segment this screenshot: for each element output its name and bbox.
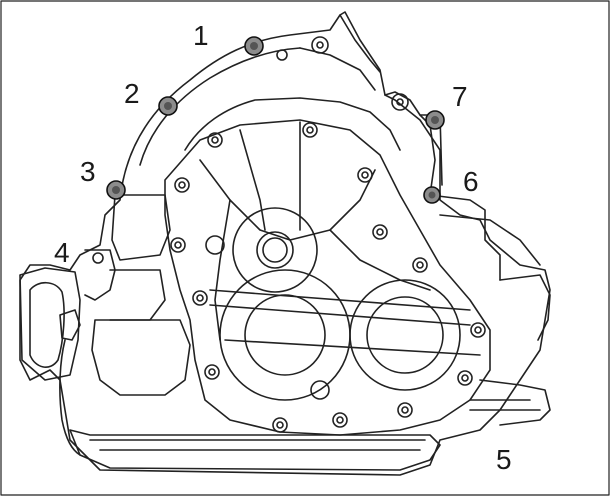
inner-rib: [214, 199, 231, 341]
boss: [170, 237, 186, 253]
inner-rib: [209, 304, 471, 326]
boss: [208, 368, 216, 376]
boss: [361, 171, 369, 179]
callout-1: 1: [193, 20, 209, 51]
left-flange-inner: [29, 281, 65, 368]
left-mount: [84, 249, 116, 301]
lower-housing-left: [219, 269, 351, 401]
boss: [372, 224, 388, 240]
boss: [207, 132, 223, 148]
boss: [376, 228, 384, 236]
boss: [311, 36, 329, 54]
boss: [196, 294, 204, 302]
callout-bolts: [106, 36, 445, 204]
inner-rib: [199, 159, 376, 241]
sensor-body: [59, 309, 81, 341]
boss: [391, 93, 409, 111]
boss: [205, 235, 225, 255]
boss: [302, 122, 318, 138]
inner-rib: [224, 339, 481, 356]
lower-housing-right: [349, 279, 461, 391]
boss: [457, 370, 473, 386]
boss: [470, 322, 486, 338]
left-mount: [91, 319, 191, 396]
boss: [332, 412, 348, 428]
housing-rib: [299, 47, 376, 91]
boss: [336, 416, 344, 424]
boss: [310, 380, 330, 400]
boss: [272, 417, 288, 433]
right-housing: [429, 194, 501, 281]
input-shaft-inner: [262, 237, 288, 263]
callout-5: 5: [496, 444, 512, 475]
boss: [357, 167, 373, 183]
inner-rib: [239, 129, 266, 231]
right-housing: [479, 379, 551, 426]
left-flange: [19, 267, 81, 381]
lower-housing-right-inner: [366, 296, 444, 374]
input-shaft-bore: [256, 231, 294, 269]
right-housing: [499, 274, 551, 341]
boss: [316, 41, 324, 49]
sensor-wire: [59, 339, 81, 456]
inner-rib: [329, 229, 431, 291]
oil-pan: [69, 429, 441, 471]
boss: [306, 126, 314, 134]
fastener-bosses: [92, 36, 486, 433]
boss: [174, 241, 182, 249]
boss: [92, 252, 104, 264]
boss: [461, 374, 469, 382]
boss: [211, 136, 219, 144]
callout-2: 2: [124, 78, 140, 109]
boss: [416, 261, 424, 269]
input-shaft-boss: [232, 207, 318, 293]
callout-4: 4: [54, 237, 70, 268]
callout-3: 3: [80, 156, 96, 187]
right-housing: [439, 214, 541, 266]
callout-6: 6: [463, 166, 479, 197]
boss: [178, 181, 186, 189]
left-mount: [111, 194, 171, 261]
left-mount: [109, 269, 166, 321]
housing-rib: [184, 97, 401, 151]
boss: [401, 406, 409, 414]
housing-rib: [139, 47, 301, 166]
boss: [474, 326, 482, 334]
boss: [174, 177, 190, 193]
boss: [396, 98, 404, 106]
callout-7: 7: [452, 81, 468, 112]
boss: [276, 421, 284, 429]
boss: [412, 257, 428, 273]
boss: [204, 364, 220, 380]
boss: [397, 402, 413, 418]
boss: [192, 290, 208, 306]
housing-rib: [339, 14, 381, 73]
lower-housing-left-inner: [244, 294, 326, 376]
boss: [276, 49, 288, 61]
